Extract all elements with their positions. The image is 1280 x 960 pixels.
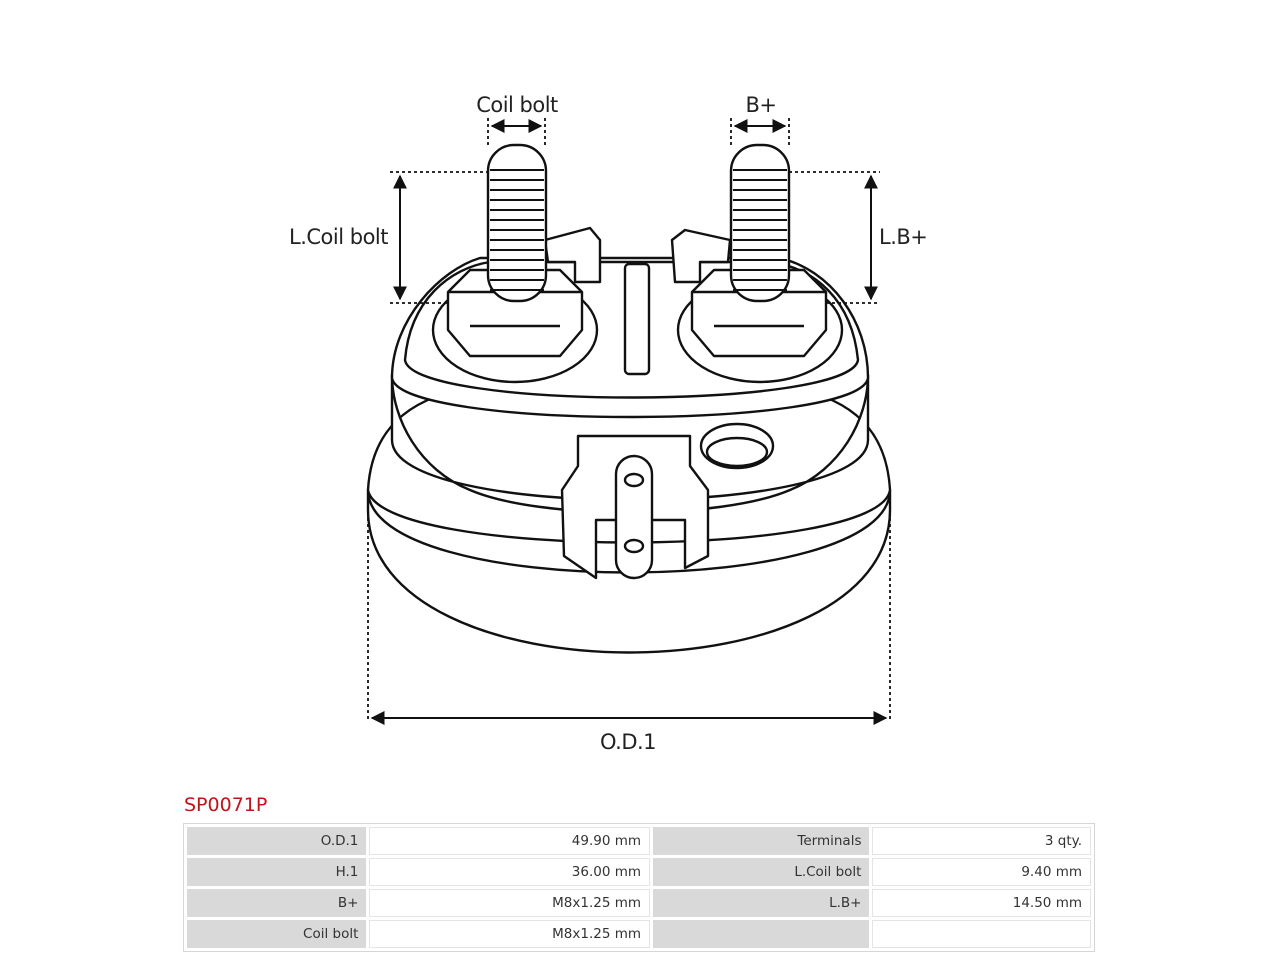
coil-bolt [486, 143, 548, 303]
table-row: Coil bolt M8x1.25 mm [187, 920, 1091, 948]
spec-key: L.Coil bolt [653, 858, 870, 886]
spec-value [872, 920, 1091, 948]
spec-value: M8x1.25 mm [369, 889, 651, 917]
spec-key [653, 920, 870, 948]
spec-key: L.B+ [653, 889, 870, 917]
spec-value: 49.90 mm [369, 827, 651, 855]
spec-value: M8x1.25 mm [369, 920, 651, 948]
center-rib [623, 262, 651, 376]
table-row: B+ M8x1.25 mm L.B+ 14.50 mm [187, 889, 1091, 917]
spec-key: Coil bolt [187, 920, 367, 948]
solenoid-cap-diagram: Coil bolt B+ L.Coil bolt L.B+ O.D.1 [289, 93, 928, 754]
right-clip [670, 228, 732, 284]
spec-key: B+ [187, 889, 367, 917]
spec-table: O.D.1 49.90 mm Terminals 3 qty. H.1 36.0… [183, 823, 1095, 952]
label-coil-bolt: Coil bolt [476, 93, 558, 117]
spec-value: 9.40 mm [872, 858, 1091, 886]
spec-key: O.D.1 [187, 827, 367, 855]
spec-value: 14.50 mm [872, 889, 1091, 917]
spec-key: H.1 [187, 858, 367, 886]
bolt-threads [490, 169, 787, 291]
spec-key: Terminals [653, 827, 870, 855]
label-l-coil-bolt: L.Coil bolt [289, 225, 388, 249]
table-row: O.D.1 49.90 mm Terminals 3 qty. [187, 827, 1091, 855]
spec-value: 3 qty. [872, 827, 1091, 855]
b-plus-bolt [729, 143, 791, 303]
label-l-b-plus: L.B+ [879, 225, 927, 249]
label-od1: O.D.1 [600, 730, 656, 754]
table-row: H.1 36.00 mm L.Coil bolt 9.40 mm [187, 858, 1091, 886]
left-clip [543, 226, 602, 284]
label-b-plus: B+ [745, 93, 776, 117]
spec-value: 36.00 mm [369, 858, 651, 886]
part-code: SP0071P [184, 794, 268, 816]
